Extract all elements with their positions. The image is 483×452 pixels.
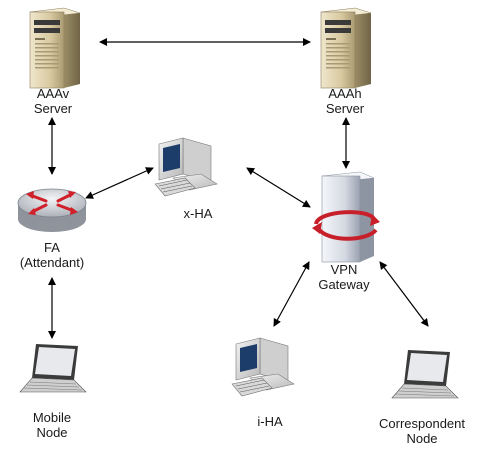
links <box>48 38 429 339</box>
node-label-vpn: VPN Gateway <box>318 262 370 292</box>
desktop-computer-icon <box>154 137 218 197</box>
server-tower-icon <box>29 7 81 89</box>
laptop-icon <box>19 344 87 393</box>
node-label-xha: x-HA <box>183 206 213 221</box>
node-label-fa: FA (Attendant) <box>19 240 85 270</box>
node-label-correspondent: Correspondent Node <box>379 416 465 446</box>
laptop-icon <box>391 350 459 399</box>
desktop-computer-icon <box>231 337 295 397</box>
vpn-gateway-icon <box>312 171 380 263</box>
link-xha-vpn <box>246 167 311 208</box>
link-vpn-iha <box>273 261 310 327</box>
node-label-aaav: AAAv Server <box>33 86 73 116</box>
node-label-aaah: AAAh Server <box>325 86 365 116</box>
server-tower-icon <box>320 7 372 89</box>
node-label-mobile: Mobile Node <box>32 410 72 440</box>
node-label-iha: i-HA <box>257 414 283 429</box>
router-icon <box>17 188 87 232</box>
link-vpn-correspondent <box>379 261 429 327</box>
link-fa-xha <box>85 167 154 199</box>
